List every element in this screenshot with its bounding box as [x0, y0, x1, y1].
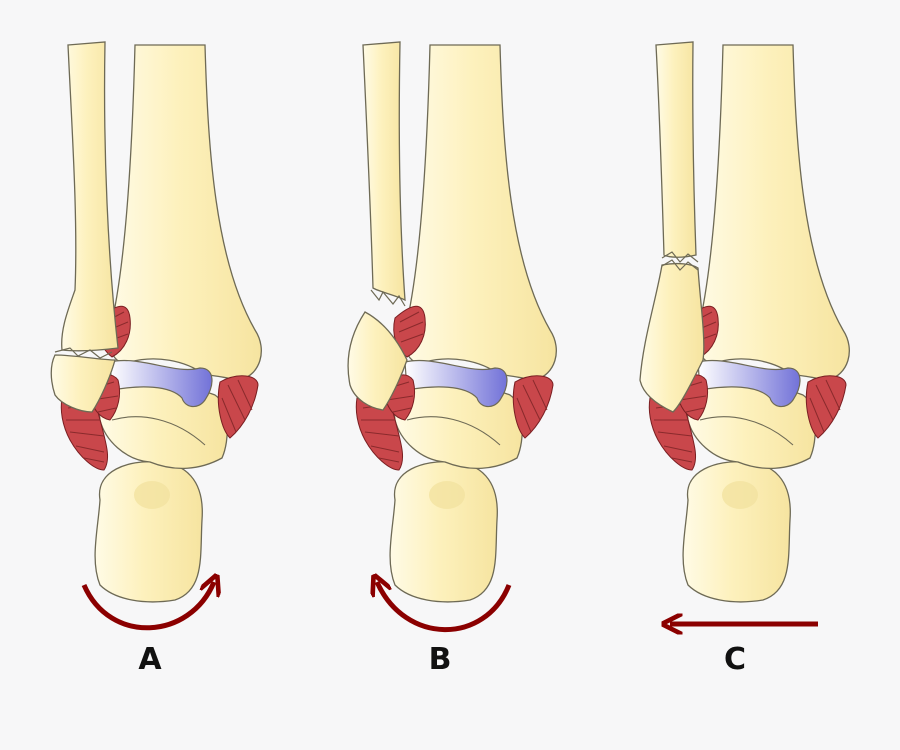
panel-c [639, 41, 850, 624]
fibula-bone [655, 41, 697, 258]
fracture-line [370, 289, 406, 307]
fracture-line-2 [661, 259, 699, 271]
clockwise-rotation-arrow [81, 582, 214, 631]
panel-a [50, 41, 262, 631]
fibula-distal-fragment [347, 311, 408, 411]
fracture-line [54, 347, 113, 359]
panel-label-b: B [428, 642, 452, 677]
fibula-distal-fragment [639, 262, 705, 413]
fibula-bone [362, 41, 406, 302]
panel-label-c: C [723, 642, 747, 677]
panel-b [347, 41, 557, 632]
fibula-bone [61, 41, 119, 352]
panel-label-a: A [138, 642, 162, 677]
fracture-line [661, 251, 699, 263]
fibula-distal-fragment [50, 354, 116, 413]
counterclockwise-rotation-arrow [377, 582, 512, 632]
